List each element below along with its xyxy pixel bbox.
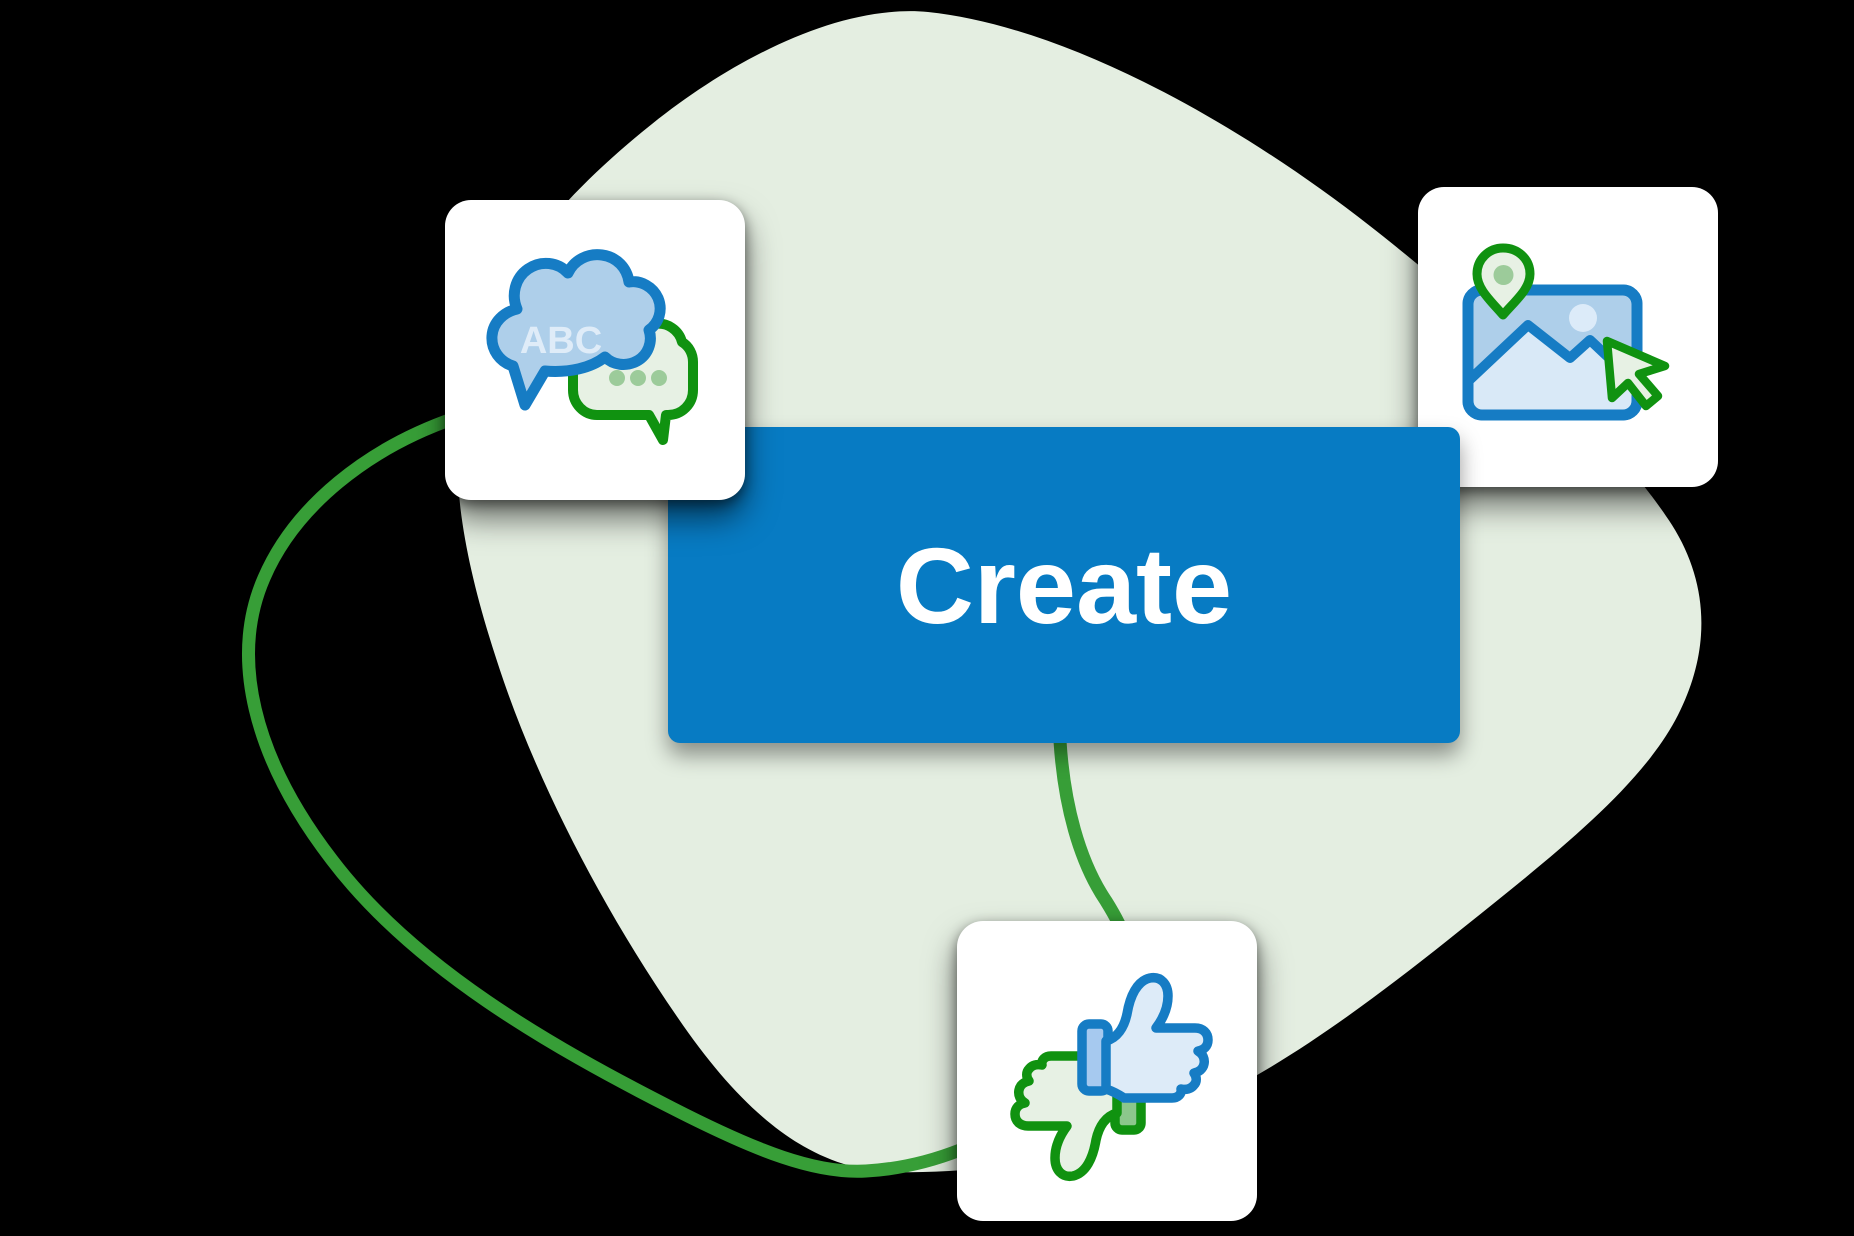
typing-dot-3	[651, 370, 667, 386]
cursor-arrow-icon	[1602, 336, 1670, 411]
image-location-cursor-icon	[1462, 243, 1670, 421]
thumbs-up-icon	[1077, 972, 1213, 1103]
chat-card[interactable]: ABC	[445, 200, 745, 500]
feedback-card[interactable]	[957, 921, 1257, 1221]
create-button-label: Create	[895, 524, 1233, 646]
abc-text: ABC	[520, 320, 602, 362]
create-button[interactable]: Create	[668, 427, 1460, 743]
speech-bubbles-icon: ABC	[486, 249, 698, 445]
media-card[interactable]	[1418, 187, 1718, 487]
sun-circle	[1569, 304, 1597, 332]
blue-cloud-bubble	[486, 249, 666, 411]
connector-chat-to-feedback-arc	[242, 411, 967, 1178]
thumbs-up-hand	[1101, 972, 1213, 1103]
location-pin-dot	[1493, 265, 1514, 285]
thumbs-up-down-icon	[1010, 972, 1213, 1182]
typing-dot-2	[630, 370, 646, 386]
connector-button-to-feedback	[1053, 734, 1126, 931]
typing-dot-1	[609, 370, 625, 386]
